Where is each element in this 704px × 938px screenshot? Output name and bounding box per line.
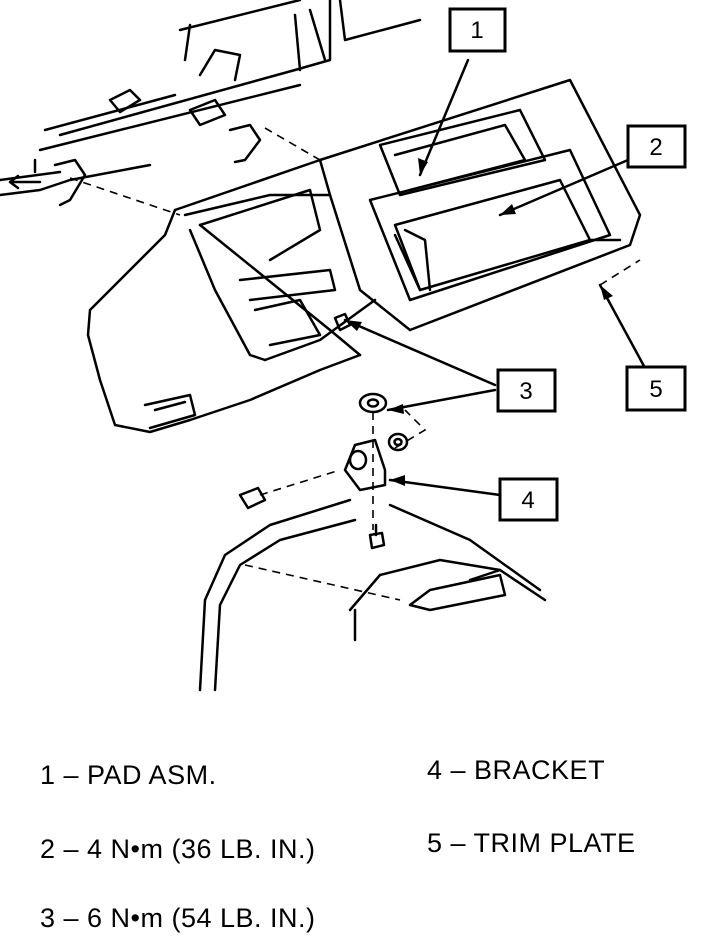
legend-item-1: 1 – PAD ASM. <box>40 760 217 790</box>
callout-4: 4 <box>498 477 559 522</box>
legend-item-3: 3 – 6 N•m (54 LB. IN.) <box>40 903 316 933</box>
leader-lines <box>343 58 647 497</box>
dashed-lines <box>69 127 641 601</box>
bracket-hardware <box>238 312 409 550</box>
callout-3-label: 3 <box>519 378 532 405</box>
callout-2: 2 <box>626 124 687 169</box>
callout-1-label: 1 <box>470 17 483 44</box>
exploded-view-diagram: 1 2 3 4 5 <box>0 0 687 692</box>
pad-assembly <box>86 78 642 434</box>
callout-5: 5 <box>625 365 687 412</box>
trim-plate <box>368 108 622 302</box>
callout-5-label: 5 <box>649 376 662 403</box>
callout-3: 3 <box>496 368 557 413</box>
floor-console <box>198 498 547 692</box>
arrow-heads <box>345 158 613 486</box>
legend-item-5: 5 – TRIM PLATE <box>427 828 636 858</box>
callout-4-label: 4 <box>521 487 534 514</box>
legend-item-4: 4 – BRACKET <box>427 755 606 785</box>
legend-item-2: 2 – 4 N•m (36 LB. IN.) <box>40 834 316 864</box>
callout-2-label: 2 <box>649 134 662 161</box>
callout-1: 1 <box>448 7 507 53</box>
dash-frame <box>0 0 422 207</box>
